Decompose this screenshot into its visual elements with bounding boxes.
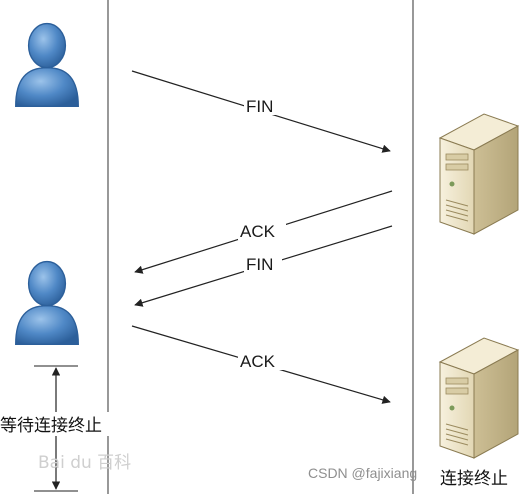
wait-to-close-label: 等待连接终止 — [0, 416, 102, 436]
label-backdrop — [0, 412, 116, 436]
ack-client-label: ACK — [240, 352, 276, 371]
csdn-watermark: CSDN @fajixiang — [308, 465, 417, 481]
server-icon — [439, 113, 519, 235]
server-icon — [439, 337, 519, 459]
fin-server-label: FIN — [246, 255, 273, 274]
label-backdrop — [244, 253, 282, 273]
label-backdrop — [238, 220, 286, 240]
label-backdrop — [238, 350, 286, 370]
ack-server-label: ACK — [240, 222, 276, 241]
user-icon — [15, 260, 79, 346]
baidu-watermark: Bai du 百科 — [38, 453, 131, 473]
label-backdrop — [244, 95, 282, 115]
fin-client-label: FIN — [246, 97, 273, 116]
user-icon — [15, 22, 79, 108]
connection-closed-label: 连接终止 — [440, 469, 508, 489]
